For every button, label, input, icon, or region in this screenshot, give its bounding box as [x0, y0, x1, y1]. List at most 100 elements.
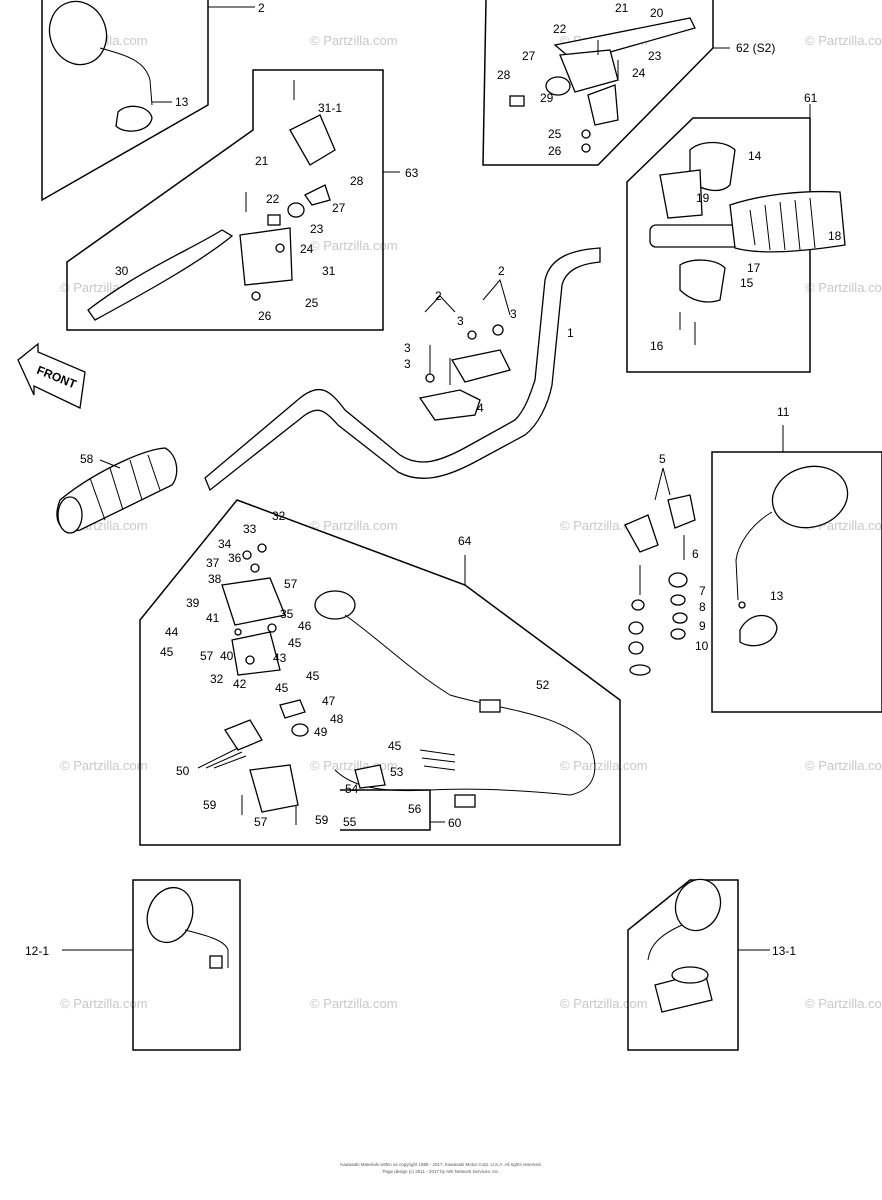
mirror-stem [184, 929, 229, 968]
callout-45: 45 [388, 739, 402, 753]
callout-63: 63 [405, 166, 419, 180]
switch-bracket-icon [224, 719, 263, 751]
watermark-text: © Partzilla.com [560, 996, 648, 1011]
callout-13: 13 [770, 589, 784, 603]
watermark-layer: © Partzilla.com © Partzilla.com © Partzi… [60, 33, 882, 1011]
callout-13: 13 [175, 95, 189, 109]
callout-45: 45 [275, 681, 289, 695]
lever-assembly-62-group [482, 0, 730, 166]
leader-line [99, 459, 121, 469]
mirror-13-1-group [627, 878, 770, 1051]
callout-46: 46 [298, 619, 312, 633]
screw-icon [250, 563, 260, 573]
watermark-text: © Partzilla.com [60, 758, 148, 773]
mirror-right-box [711, 451, 882, 713]
adjuster-nut-icon [545, 76, 571, 96]
mirror-glass-icon [48, 0, 108, 66]
callout-29: 29 [540, 91, 554, 105]
nut-icon [251, 291, 261, 301]
washer-icon [425, 373, 435, 383]
washer-icon [670, 594, 686, 606]
grip-61-box [626, 117, 811, 373]
callout-22: 22 [266, 192, 280, 206]
callout-41: 41 [206, 611, 220, 625]
harness-clamp-icon [479, 699, 501, 713]
callout-44: 44 [165, 625, 179, 639]
grip-end-icon [57, 496, 83, 534]
mirror-stem [647, 924, 683, 961]
callout-56: 56 [408, 802, 422, 816]
adjuster-icon [304, 184, 331, 206]
watermark-text: © Partzilla.com [560, 758, 648, 773]
throttle-grip-61-group [626, 104, 846, 373]
callout-20: 20 [650, 6, 664, 20]
collar-icon [267, 214, 281, 226]
mirror-glass-icon [771, 465, 849, 529]
grip-icon [729, 190, 846, 253]
bolt-head-icon [492, 324, 504, 336]
callout-64: 64 [458, 534, 472, 548]
callout-18: 18 [828, 229, 842, 243]
mirror-left-group [41, 0, 255, 202]
callout-6: 6 [692, 547, 699, 561]
left-grip-58 [56, 447, 178, 534]
callout-25: 25 [305, 296, 319, 310]
callout-3: 3 [457, 314, 464, 328]
watermark-text: © Partzilla.com [805, 758, 882, 773]
handlebar-icon [204, 247, 601, 492]
callout-26: 26 [258, 309, 272, 323]
mirror-glass-icon [146, 886, 194, 944]
callout-16: 16 [650, 339, 664, 353]
callout-23: 23 [648, 49, 662, 63]
callout-48: 48 [330, 712, 344, 726]
watermark-text: © Partzilla.com [805, 280, 882, 295]
callout-19: 19 [696, 191, 710, 205]
connector-icon [454, 794, 476, 808]
callout-14: 14 [748, 149, 762, 163]
callout-23: 23 [310, 222, 324, 236]
switch-body-icon [249, 764, 299, 813]
mirror-glass-icon [674, 878, 722, 932]
handlebar-group [204, 247, 601, 492]
throttle-case-lower-icon [679, 259, 726, 303]
locknut-icon [287, 202, 305, 218]
washer-icon [467, 330, 477, 340]
watermark-text: © Partzilla.com [805, 33, 882, 48]
callout-57: 57 [200, 649, 214, 663]
callout-34: 34 [218, 537, 232, 551]
callout-39: 39 [186, 596, 200, 610]
lever-assembly-63-group [66, 69, 400, 331]
screw-icon [267, 623, 277, 633]
adjuster-bolt-icon [509, 95, 525, 107]
callout-10: 10 [695, 639, 709, 653]
callout-13-1: 13-1 [772, 944, 796, 958]
mirror-12-1-group [62, 879, 241, 1051]
callout-4: 4 [477, 401, 484, 415]
callout-2: 2 [435, 289, 442, 303]
callout-2: 2 [258, 1, 265, 15]
switch-housing-lower-icon [231, 631, 281, 676]
mirror-base-icon [739, 614, 778, 647]
callout-15: 15 [740, 276, 754, 290]
wire-leads [419, 749, 456, 771]
callout-54: 54 [345, 782, 359, 796]
stop-switch-icon [354, 764, 386, 789]
nut-icon [581, 143, 591, 153]
callout-36: 36 [228, 551, 242, 565]
lower-holder-icon [418, 389, 481, 421]
callout-43: 43 [273, 651, 287, 665]
washer-icon [631, 599, 645, 611]
watermark-text: © Partzilla.com [310, 996, 398, 1011]
washer-icon [672, 612, 688, 624]
callout-27: 27 [332, 201, 346, 215]
throttle-pulley-icon [659, 169, 703, 219]
callout-45: 45 [160, 645, 174, 659]
leader-line [654, 467, 671, 501]
washer-icon [275, 243, 285, 253]
clamp-half-icon [289, 114, 336, 166]
holder-icon [624, 514, 659, 553]
mirror-13-1-box [627, 879, 739, 1051]
screw-icon [245, 655, 255, 665]
callout-5: 5 [659, 452, 666, 466]
